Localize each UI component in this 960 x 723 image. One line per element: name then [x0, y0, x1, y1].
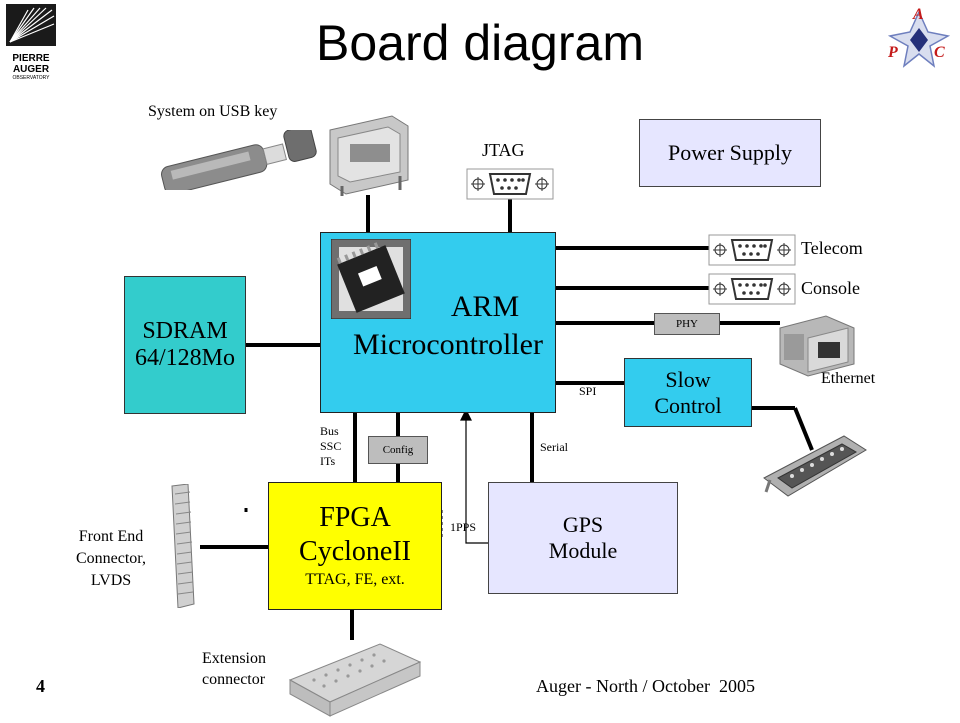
db9-connector-icon: [708, 234, 796, 266]
serial-label: Serial: [540, 440, 568, 454]
observatory-icon: [6, 4, 56, 46]
telecom-connector[interactable]: [708, 234, 796, 266]
front-end-label-2: Connector,: [75, 550, 146, 567]
sdram-label: SDRAM: [142, 318, 228, 344]
extension-connector-icon: [288, 643, 422, 717]
extension-connector[interactable]: [284, 640, 424, 718]
usb-label: System on USB key: [148, 103, 278, 120]
arm-sublabel: Microcontroller: [353, 327, 543, 361]
pps-label: 1PPS: [450, 520, 477, 534]
db9-connector-icon: [466, 168, 554, 200]
telecom-label: Telecom: [801, 238, 863, 258]
config-tag: Config: [368, 436, 428, 464]
ethernet-label: Ethernet: [821, 370, 876, 387]
gps-label: GPS: [562, 512, 604, 537]
extension-label-1: Extension: [202, 650, 266, 667]
fpga-block: FPGA CycloneII TTAG, FE, ext.: [268, 482, 442, 610]
bus-label-1: Bus: [320, 424, 339, 438]
sdram-block: SDRAM 64/128Mo: [124, 276, 246, 414]
power-supply-label: Power Supply: [667, 140, 793, 165]
rj45-jack-icon: [779, 315, 855, 377]
footer-text: Auger - North / October 2005: [536, 676, 755, 696]
apc-letter-c: C: [934, 44, 945, 61]
spi-label: SPI: [579, 384, 597, 398]
slow-control-block: Slow Control: [624, 358, 752, 427]
sdram-size: 64/128Mo: [134, 345, 235, 371]
db25-connector[interactable]: [760, 432, 870, 502]
fpga-functions: TTAG, FE, ext.: [305, 571, 405, 588]
apc-logo: A P C: [884, 6, 954, 72]
front-end-label-1: Front End: [78, 528, 144, 545]
bus-label-3: ITs: [320, 454, 336, 468]
power-supply-block: Power Supply: [639, 119, 821, 187]
console-connector[interactable]: [708, 273, 796, 305]
front-end-label-3: LVDS: [90, 572, 132, 589]
fpga-label: FPGA: [319, 502, 391, 533]
db25-connector-icon: [763, 435, 867, 497]
usb-port-icon: [329, 115, 409, 196]
arm-chip-image: [330, 238, 412, 320]
front-end-connector[interactable]: [166, 483, 200, 609]
jtag-connector[interactable]: [466, 168, 554, 200]
phy-tag: PHY: [654, 313, 720, 335]
console-label: Console: [801, 278, 861, 298]
gps-block: GPS Module: [488, 482, 678, 594]
arm-block: ARM Microcontroller: [320, 232, 556, 413]
ethernet-connector[interactable]: [776, 314, 858, 378]
usb-connector-image: [322, 110, 414, 198]
chip-icon: [330, 238, 412, 320]
pierre-auger-logo: PIERRE AUGER OBSERVATORY: [2, 2, 60, 90]
gps-sublabel: Module: [548, 538, 618, 563]
bus-label-2: SSC: [320, 439, 342, 453]
slow-control-label: Slow: [665, 366, 711, 392]
usb-stick-icon: [161, 125, 317, 195]
apc-star-icon: [887, 10, 951, 68]
arm-label: ARM: [450, 289, 520, 323]
pps-arrow: [460, 408, 488, 544]
extension-label-2: connector: [202, 671, 266, 688]
lvds-connector-icon: [171, 483, 195, 609]
logo-subtext: OBSERVATORY: [12, 75, 50, 81]
fpga-model: CycloneII: [299, 536, 411, 567]
apc-letter-a: A: [913, 6, 924, 23]
db9-connector-icon: [708, 273, 796, 305]
bus-label: Bus SSC ITs: [320, 424, 341, 469]
usb-key-image: [150, 125, 320, 195]
logo-text-2: AUGER: [12, 64, 50, 75]
slow-control-line-2: [793, 407, 814, 451]
apc-letter-p: P: [888, 44, 898, 61]
page-number: 4: [36, 676, 45, 696]
slow-control-sublabel: Control: [654, 392, 722, 418]
logo-text-1: PIERRE: [12, 53, 50, 64]
front-end-label: Front End Connector, LVDS: [56, 526, 166, 592]
extension-label: Extension connector: [202, 648, 266, 690]
slide-title: Board diagram: [316, 15, 644, 71]
jtag-label: JTAG: [482, 140, 525, 160]
